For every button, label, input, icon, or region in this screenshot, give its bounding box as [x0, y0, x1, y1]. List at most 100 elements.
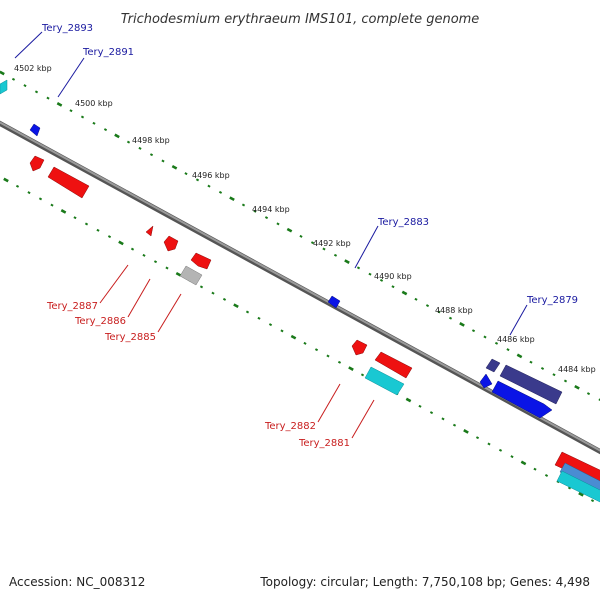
tick-mark [441, 417, 445, 421]
tick-mark [11, 77, 16, 81]
gene-feature[interactable] [351, 339, 368, 356]
top-callouts [14, 31, 528, 336]
tick-mark [540, 366, 545, 370]
tick-mark [483, 335, 487, 339]
tick-mark [103, 128, 108, 132]
gene-label[interactable]: Tery_2886 [74, 316, 126, 327]
accession: Accession: NC_008312 [9, 575, 145, 589]
tick-mark [92, 121, 96, 125]
tick-mark [348, 366, 354, 371]
tick-mark [494, 341, 499, 345]
gene-feature[interactable] [327, 295, 341, 309]
tick-mark [56, 102, 63, 107]
gene-feature[interactable] [47, 166, 90, 199]
gene-label[interactable]: Tery_2882 [264, 421, 316, 432]
tick-mark [27, 191, 31, 195]
tick-mark [268, 323, 273, 327]
tick-mark [245, 310, 250, 314]
tick-mark [222, 297, 227, 301]
gene-feature[interactable] [179, 265, 203, 286]
tick-mark [142, 253, 146, 257]
gene-feature[interactable] [145, 225, 154, 237]
tick-mark [471, 329, 476, 333]
tick-mark [360, 373, 365, 377]
gene-label[interactable]: Tery_2893 [41, 23, 93, 34]
tick-mark [207, 184, 211, 188]
tick-mark [303, 341, 307, 345]
gene-label[interactable]: Tery_2883 [377, 217, 429, 228]
tick-mark [356, 266, 361, 270]
tick-mark [50, 203, 54, 207]
tick-mark [130, 247, 135, 251]
tick-mark [529, 360, 533, 364]
tick-mark [60, 209, 67, 214]
gene-feature[interactable] [364, 366, 405, 396]
tick-mark [498, 448, 503, 452]
gene-label[interactable]: Tery_2887 [46, 301, 98, 312]
kbp-label: 4498 kbp [132, 136, 170, 145]
bottom-gene-labels: Tery_2887 Tery_2886 Tery_2885 Tery_2882 … [46, 301, 350, 449]
tick-mark [391, 285, 395, 289]
tick-mark [578, 491, 584, 497]
tick-mark [337, 360, 342, 364]
tick-mark [96, 228, 100, 232]
tick-mark [314, 348, 319, 352]
gene-feature[interactable] [499, 364, 563, 405]
kbp-label: 4484 kbp [558, 365, 596, 374]
gene-feature[interactable] [374, 351, 413, 379]
tick-mark [448, 316, 453, 320]
tick-mark [401, 290, 408, 296]
tick-mark [286, 227, 293, 233]
gene-feature[interactable] [556, 470, 600, 503]
gene-feature[interactable] [479, 373, 493, 389]
tick-mark [544, 473, 549, 477]
kbp-label: 4490 kbp [374, 272, 412, 281]
gene-feature[interactable] [29, 123, 41, 137]
tick-mark [574, 384, 580, 390]
kbp-label: 4502 kbp [14, 64, 52, 73]
bottom-genes [29, 155, 600, 503]
gene-label[interactable]: Tery_2879 [526, 295, 578, 306]
tick-mark [463, 429, 469, 434]
gene-feature[interactable] [190, 252, 212, 270]
tick-mark [34, 90, 39, 94]
tick-mark [299, 234, 303, 238]
kbp-label: 4496 kbp [192, 171, 230, 180]
tick-mark [429, 411, 434, 415]
gene-feature[interactable] [163, 235, 179, 252]
tick-mark [563, 379, 568, 383]
tick-mark [195, 178, 200, 182]
outer-tick-row [0, 70, 600, 402]
tick-mark [344, 259, 350, 264]
tick-mark [506, 348, 510, 352]
kbp-label: 4492 kbp [313, 239, 351, 248]
tick-mark [165, 266, 169, 270]
kbp-label: 4500 kbp [75, 99, 113, 108]
gene-label[interactable]: Tery_2881 [298, 438, 350, 449]
gene-feature[interactable] [485, 358, 501, 373]
tick-mark [118, 240, 124, 246]
tick-mark [257, 316, 261, 320]
tick-mark [310, 241, 315, 245]
tick-mark [533, 467, 537, 471]
tick-mark [114, 133, 120, 139]
tick-mark [326, 354, 330, 358]
genome-backbone [0, 120, 600, 455]
tick-mark [171, 164, 178, 170]
kbp-label: 4486 kbp [497, 335, 535, 344]
tick-mark [0, 70, 5, 76]
gene-feature[interactable] [0, 79, 8, 95]
tick-mark [459, 322, 465, 327]
tick-mark [586, 392, 591, 396]
tick-mark [199, 285, 204, 289]
tick-mark [510, 455, 514, 459]
gene-feature[interactable] [491, 380, 553, 419]
gene-label[interactable]: Tery_2891 [82, 47, 134, 58]
genome-title: Trichodesmium erythraeum IMS101, complet… [121, 12, 480, 27]
tick-mark [107, 235, 112, 239]
tick-mark [516, 353, 523, 359]
gene-feature[interactable] [29, 155, 45, 172]
gene-label[interactable]: Tery_2885 [104, 332, 156, 343]
tick-mark [69, 109, 73, 113]
